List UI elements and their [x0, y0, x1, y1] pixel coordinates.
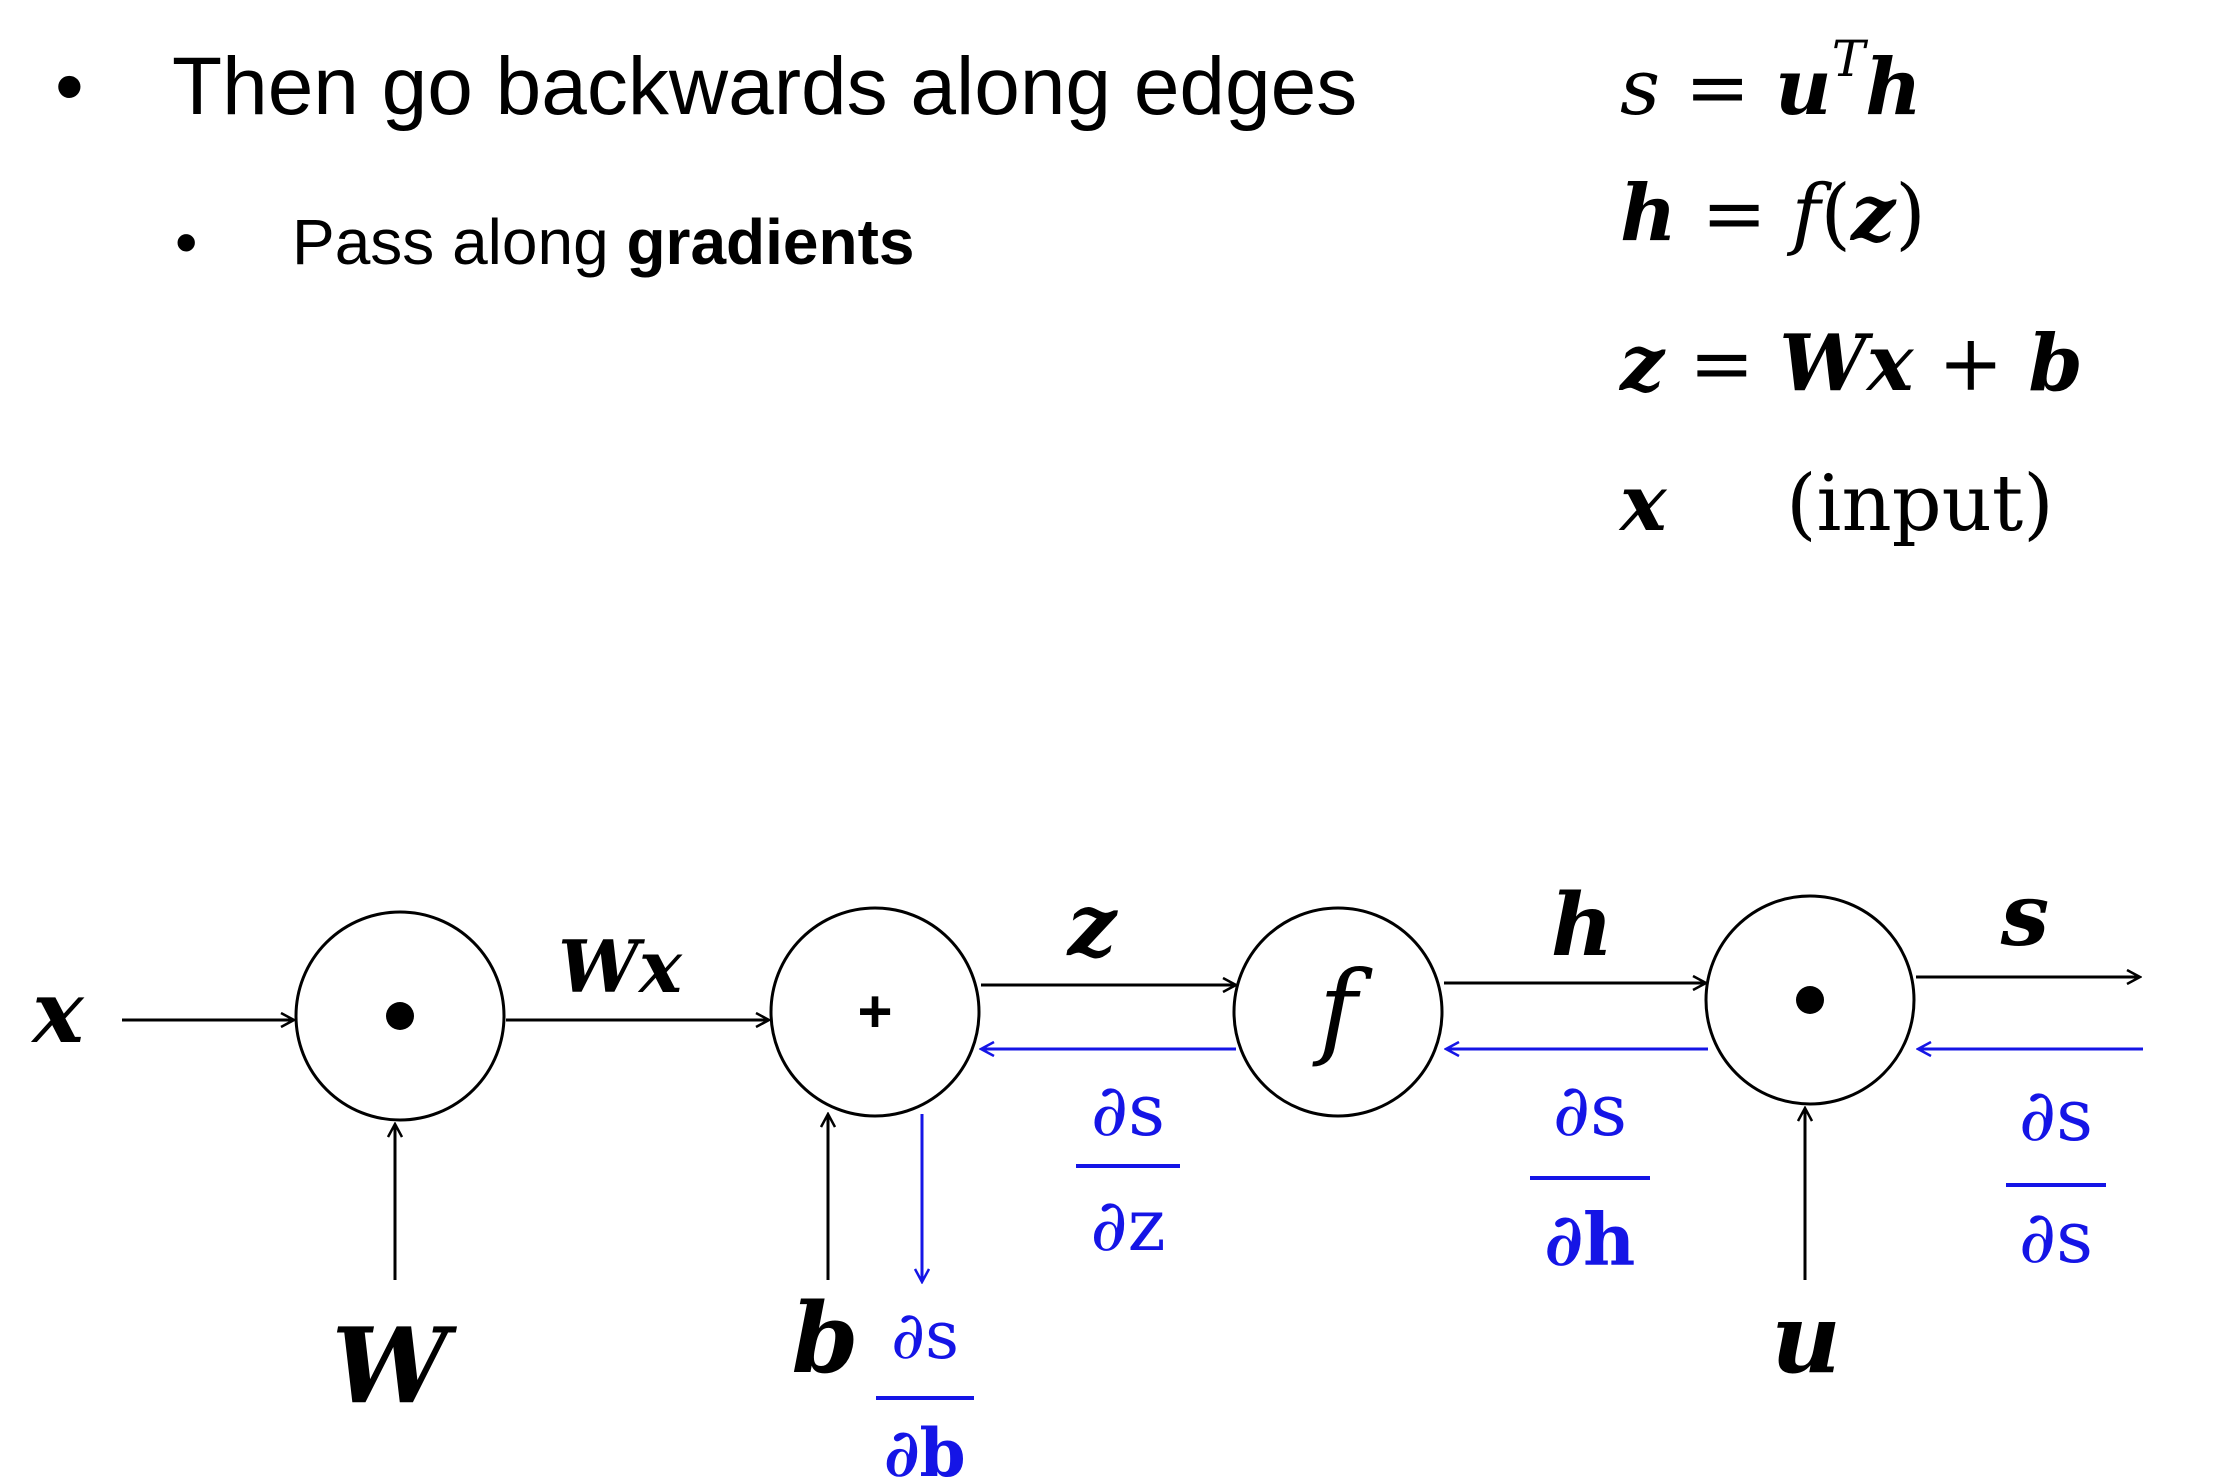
- label-s: s: [2000, 865, 2049, 966]
- eq1-transpose: T: [1831, 30, 1866, 88]
- label-z: z: [1066, 875, 1119, 976]
- label-W: W: [332, 1304, 458, 1427]
- sub-bullet-bold: gradients: [626, 206, 915, 278]
- bullet-marker: •: [55, 41, 84, 132]
- label-u: u: [1771, 1282, 1841, 1395]
- eq1-u: u: [1774, 42, 1832, 133]
- label-h: h: [1551, 875, 1614, 976]
- eq3-x: x: [1866, 318, 1914, 409]
- eq4-note: (input): [1786, 459, 2054, 549]
- eq3-equals: =: [1689, 319, 1755, 409]
- main-bullet-text: Then go backwards along edges: [172, 41, 1358, 132]
- eq2-z: z: [1850, 168, 1896, 259]
- eq2-lhs: h: [1620, 168, 1677, 259]
- label-x: x: [30, 962, 85, 1063]
- eq4-lhs: x: [1620, 458, 1667, 549]
- label-b: b: [791, 1282, 858, 1395]
- node-mult-1: [294, 910, 506, 1122]
- sub-bullet-marker: •: [175, 206, 198, 278]
- eq3-lhs: z: [1620, 318, 1665, 409]
- grad-ds-dh-numerator: ∂s: [1553, 1068, 1627, 1152]
- eq3-plus: +: [1938, 319, 2004, 409]
- eq1-equals: =: [1684, 43, 1751, 133]
- label-Wx: Wx: [558, 924, 683, 1009]
- eq2-close-paren: ): [1895, 169, 1926, 259]
- grad-ds-db-denominator: ∂b: [884, 1414, 965, 1481]
- grad-label-ds-dh: ∂s ∂h: [1530, 1068, 1650, 1282]
- eq2-f: f: [1791, 169, 1821, 259]
- eq1-h: h: [1865, 42, 1922, 133]
- grad-ds-db-numerator: ∂s: [891, 1297, 959, 1374]
- sub-bullet-text: Pass along gradients: [292, 205, 915, 279]
- grad-ds-ds-denominator: ∂s: [2019, 1195, 2093, 1279]
- grad-label-ds-dz: ∂s ∂z: [1076, 1068, 1180, 1267]
- equation-z: z = Wx + b: [1620, 318, 2083, 409]
- eq2-equals: =: [1701, 169, 1767, 259]
- eq3-W: W: [1779, 318, 1867, 409]
- grad-ds-dz-denominator: ∂z: [1090, 1183, 1165, 1267]
- dot-operator-icon: [1796, 986, 1824, 1014]
- node-add: +: [769, 906, 981, 1118]
- grad-ds-dz-numerator: ∂s: [1091, 1068, 1165, 1152]
- plus-operator: +: [857, 978, 892, 1045]
- grad-ds-ds-numerator: ∂s: [2019, 1073, 2093, 1157]
- equation-s: s = uTh: [1620, 30, 1922, 133]
- eq3-b: b: [2028, 318, 2083, 409]
- equation-h: h = f(z): [1620, 168, 1926, 259]
- equation-x: x (input): [1620, 458, 2054, 549]
- eq1-lhs: s: [1620, 43, 1661, 133]
- eq2-open-paren: (: [1820, 169, 1851, 259]
- sub-bullet-prefix: Pass along: [292, 206, 627, 278]
- grad-ds-dh-denominator: ∂h: [1545, 1197, 1636, 1282]
- grad-label-ds-db: ∂s ∂b: [876, 1297, 974, 1481]
- node-f: f: [1232, 906, 1444, 1118]
- grad-label-ds-ds: ∂s ∂s: [2006, 1073, 2106, 1279]
- dot-operator-icon: [386, 1002, 414, 1030]
- node-mult-2: [1704, 894, 1916, 1106]
